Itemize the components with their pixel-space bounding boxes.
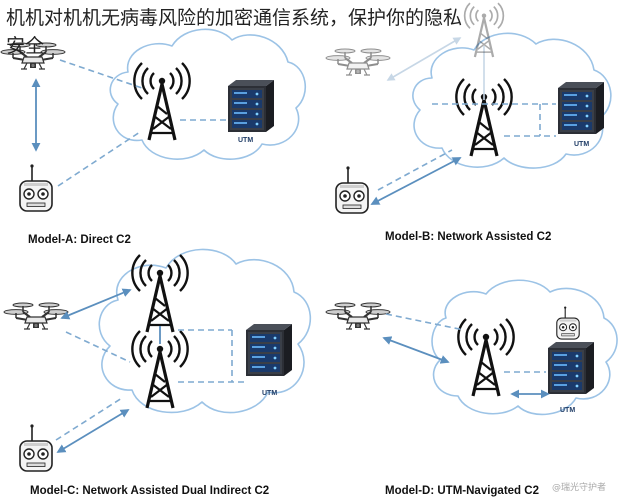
panel-caption: Model-C: Network Assisted Dual Indirect … — [30, 485, 269, 497]
bidirectional-arrow — [370, 157, 462, 205]
bidirectional-arrow — [382, 336, 450, 364]
dashed-link — [59, 59, 143, 89]
faded-arrow — [386, 37, 462, 81]
panel-caption: Model-B: Network Assisted C2 — [385, 231, 551, 243]
utm-label: UTM — [262, 390, 277, 397]
panel-caption: Model-D: UTM-Navigated C2 — [385, 485, 539, 497]
panel-caption: Model-A: Direct C2 — [28, 234, 131, 246]
server-icon — [558, 82, 604, 134]
panel-model-d: UTM Model-D: UTM-Navigated C2 — [325, 279, 618, 497]
controller-icon — [335, 165, 369, 214]
dashed-link — [65, 331, 131, 363]
drone-icon — [3, 302, 69, 330]
bidirectional-arrow — [56, 409, 130, 453]
dashed-link — [57, 131, 141, 187]
dashed-link — [55, 397, 123, 441]
dashed-link — [385, 313, 465, 331]
bidirectional-arrow — [60, 288, 132, 320]
title-line-2: 安全 — [6, 35, 44, 57]
page-title: 机机对机机无病毒风险的加密通信系统，保护你的隐私 安全 — [6, 7, 468, 57]
panel-model-a: UTM Model-A: Direct C2 — [0, 28, 306, 246]
server-icon — [228, 80, 274, 132]
drone-icon — [325, 302, 391, 330]
controller-icon — [19, 163, 53, 212]
title-line-1: 机机对机机无病毒风险的加密通信系统，保护你的隐私 — [6, 7, 462, 29]
dashed-link — [377, 149, 453, 191]
controller-icon — [19, 423, 53, 472]
server-icon — [246, 324, 292, 376]
utm-label: UTM — [574, 141, 589, 148]
server-icon — [548, 342, 594, 394]
panel-model-b: UTM Model-B: Network Assisted C2 — [325, 1, 612, 243]
utm-label: UTM — [560, 407, 575, 414]
utm-label: UTM — [238, 137, 253, 144]
drone-icon — [325, 48, 391, 76]
watermark: @瑞光守护者 — [552, 481, 606, 493]
panel-model-c: UTM Model-C: Network Assisted Dual Indir… — [3, 248, 312, 497]
